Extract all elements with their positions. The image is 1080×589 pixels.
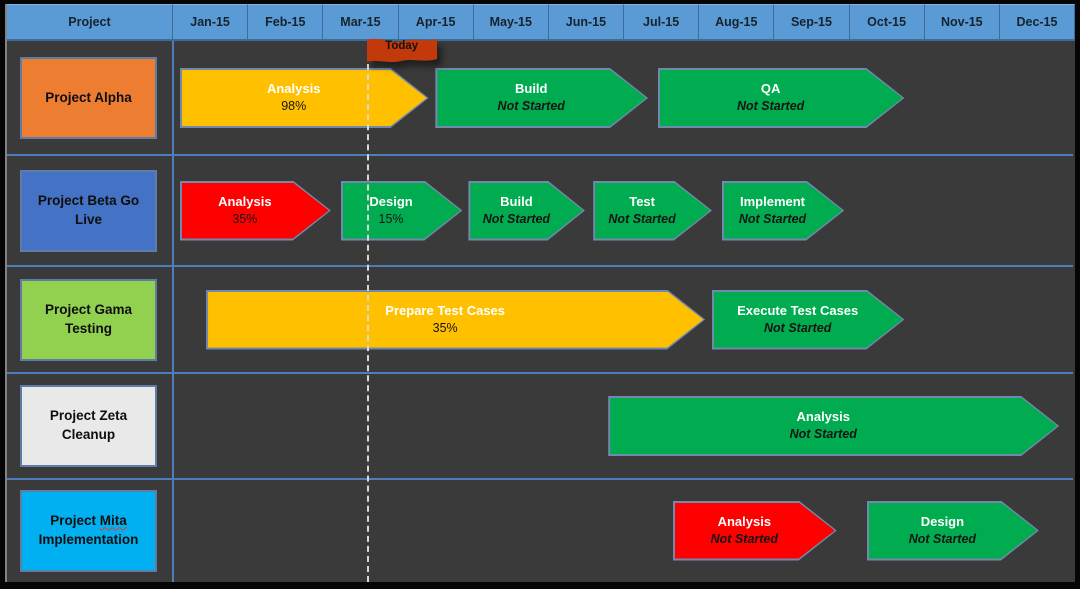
- task-status: 98%: [281, 99, 307, 114]
- project-name: Project Gama Testing: [44, 301, 133, 336]
- task-bar-fill: [208, 291, 704, 348]
- task-bar-fill: [181, 70, 427, 126]
- task-label: Prepare Test Cases: [385, 302, 506, 318]
- column-divider: [172, 41, 174, 582]
- today-flag-shape: [366, 38, 437, 62]
- header-cell-month: Oct-15: [849, 4, 925, 41]
- header-cell-month: Jun-15: [548, 4, 625, 41]
- row-separator: [7, 478, 1073, 480]
- task-bar-fill: [181, 182, 329, 239]
- row-separator: [7, 154, 1073, 156]
- task-bar[interactable]: Design 15%: [340, 180, 463, 241]
- task-label: Build: [500, 193, 533, 209]
- project-label-box[interactable]: Project Mita Implementation: [20, 489, 157, 572]
- task-bar-fill: [610, 398, 1058, 454]
- header-cell-month: Aug-15: [699, 4, 775, 41]
- task-label: Analysis: [796, 409, 850, 425]
- today-flag[interactable]: Today: [365, 36, 439, 66]
- header-cell-month: Apr-15: [398, 4, 474, 41]
- task-label: Design: [920, 513, 965, 529]
- task-bar-fill: [674, 502, 835, 559]
- task-status: Not Started: [789, 427, 857, 442]
- task-status: 35%: [432, 320, 458, 335]
- task-status: Not Started: [736, 99, 805, 114]
- header-cell-month: Jan-15: [173, 4, 249, 41]
- project-name: Project Beta Go Live: [37, 192, 140, 227]
- task-bar[interactable]: QA Not Started: [657, 68, 905, 128]
- task-label: Test: [629, 193, 655, 209]
- project-name: Project Alpha: [45, 89, 132, 105]
- project-label-box[interactable]: Project Beta Go Live: [20, 169, 157, 252]
- task-label: Build: [514, 81, 548, 97]
- task-status: Not Started: [608, 211, 676, 226]
- task-status: 15%: [378, 211, 404, 226]
- task-bar[interactable]: Analysis 35%: [179, 180, 331, 241]
- header-cell-month: May-15: [473, 4, 549, 41]
- task-label: Implement: [740, 193, 806, 209]
- header-cell-month: Dec-15: [999, 4, 1075, 41]
- task-status: Not Started: [738, 211, 807, 226]
- task-status: Not Started: [482, 211, 551, 226]
- task-bar-fill: [659, 70, 903, 126]
- task-label: Execute Test Cases: [737, 302, 859, 318]
- task-bar[interactable]: Prepare Test Cases 35%: [206, 289, 706, 350]
- header-cell-month: Jul-15: [624, 4, 700, 41]
- header-cell-project: Project: [7, 4, 173, 41]
- row-separator: [7, 372, 1073, 374]
- task-label: Analysis: [218, 193, 272, 209]
- header-cell-month: Nov-15: [924, 4, 1000, 41]
- task-status: Not Started: [497, 99, 565, 114]
- task-status: Not Started: [764, 320, 832, 335]
- task-label: Analysis: [266, 81, 321, 97]
- project-name: Project Mita Implementation: [38, 512, 139, 547]
- task-status: 35%: [232, 211, 258, 226]
- task-label: Analysis: [717, 513, 772, 529]
- task-label: QA: [760, 81, 781, 97]
- task-bar[interactable]: Analysis 98%: [179, 68, 429, 128]
- today-line: [366, 54, 369, 582]
- project-label-box[interactable]: Project Zeta Cleanup: [20, 385, 157, 467]
- task-status: Not Started: [908, 531, 977, 546]
- task-label: Design: [369, 193, 413, 209]
- header-cell-month: Mar-15: [323, 4, 399, 41]
- task-bar-fill: [437, 70, 647, 126]
- task-bar-fill: [713, 291, 903, 348]
- task-bar-fill: [868, 502, 1037, 559]
- header-cell-month: Feb-15: [248, 4, 324, 41]
- project-label-box[interactable]: Project Alpha: [20, 57, 157, 139]
- today-flag-label: Today: [385, 40, 419, 52]
- project-name: Project Zeta Cleanup: [49, 408, 128, 442]
- task-status: Not Started: [710, 531, 779, 546]
- header-cell-month: Sep-15: [774, 4, 850, 41]
- project-label-box[interactable]: Project Gama Testing: [20, 278, 157, 361]
- row-separator: [7, 265, 1073, 267]
- slide-edge-highlight: [5, 4, 7, 582]
